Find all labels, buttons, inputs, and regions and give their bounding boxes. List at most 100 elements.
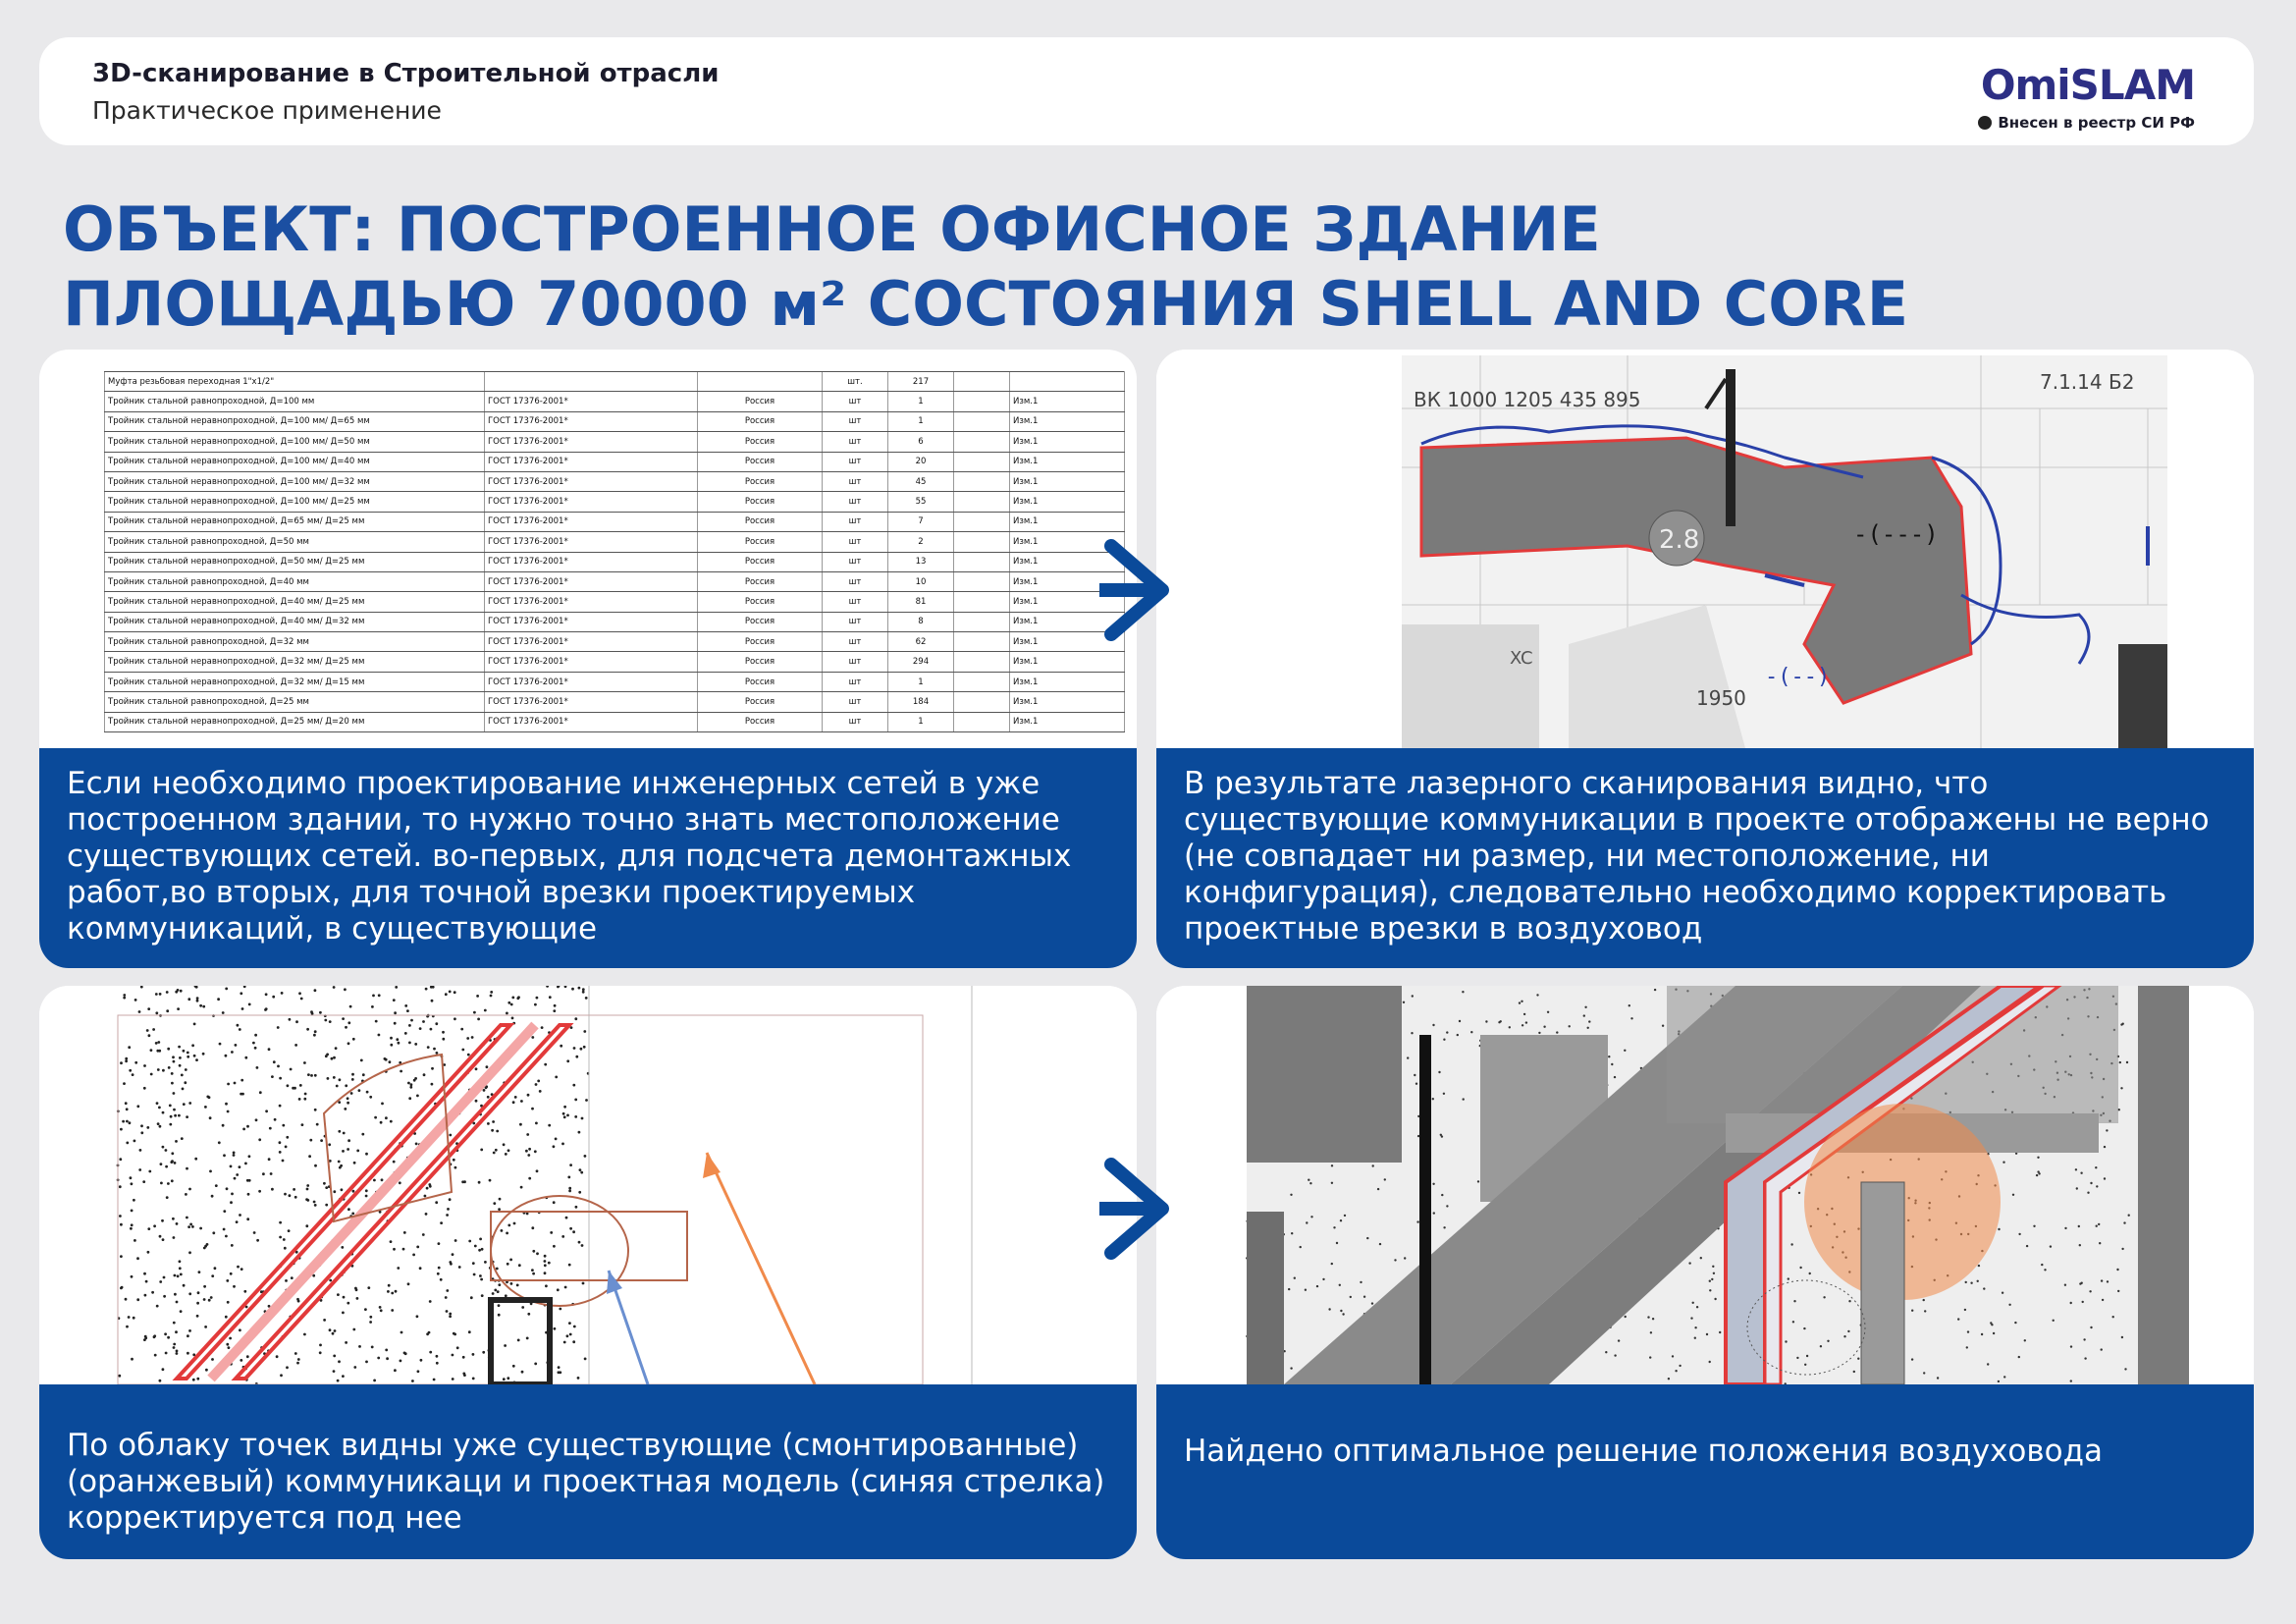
table-cell: шт [822, 612, 888, 633]
table-cell [953, 452, 1010, 472]
table-row: Тройник стальной равнопроходной, Д=50 мм… [104, 531, 1125, 553]
scan-overlay-image: 2.8 ВК 1000 1205 435 895 7.1.14 Б2 -(---… [1156, 350, 2254, 748]
table-cell [953, 691, 1010, 713]
table-cell: Россия [697, 391, 823, 412]
table-cell: Изм.1 [1009, 491, 1125, 513]
table-row: Тройник стальной неравнопроходной, Д=32 … [104, 672, 1125, 693]
table-cell: Изм.1 [1009, 391, 1125, 412]
table-cell: шт [822, 651, 888, 673]
table-cell: 184 [887, 691, 954, 713]
card-caption: Найдено оптимальное решение положения во… [1156, 1384, 2254, 1559]
table-row: Тройник стальной неравнопроходной, Д=100… [104, 411, 1125, 433]
table-cell: шт. [822, 370, 888, 393]
table-cell: Изм.1 [1009, 471, 1125, 493]
table-cell: 7 [887, 512, 954, 533]
table-cell: Тройник стальной неравнопроходной, Д=32 … [104, 672, 485, 693]
drawing-dim-bottom: 1950 [1696, 686, 1746, 710]
table-cell: Россия [697, 631, 823, 653]
drawing-xc-label: XC [1510, 648, 1533, 669]
table-row: Тройник стальной неравнопроходной, Д=100… [104, 491, 1125, 513]
table-cell [953, 651, 1010, 673]
table-cell: Тройник стальной равнопроходной, Д=32 мм [104, 631, 485, 653]
table-cell [1009, 370, 1125, 393]
table-cell: Изм.1 [1009, 431, 1125, 453]
table-cell: шт [822, 631, 888, 653]
table-row: Тройник стальной неравнопроходной, Д=32 … [104, 651, 1125, 673]
table-cell: Россия [697, 552, 823, 572]
table-cell: 55 [887, 491, 954, 513]
table-cell [953, 531, 1010, 553]
table-row: Тройник стальной равнопроходной, Д=100 м… [104, 391, 1125, 412]
table-cell: 13 [887, 552, 954, 572]
table-cell: ГОСТ 17376-2001* [484, 612, 698, 633]
table-cell: 1 [887, 391, 954, 412]
table-cell: ГОСТ 17376-2001* [484, 491, 698, 513]
table-cell [953, 431, 1010, 453]
table-cell [953, 712, 1010, 733]
table-cell: Россия [697, 531, 823, 553]
table-cell: Тройник стальной неравнопроходной, Д=65 … [104, 512, 485, 533]
table-cell: Изм.1 [1009, 452, 1125, 472]
drawing-circle-label: 2.8 [1659, 525, 1699, 555]
table-cell: Тройник стальной неравнопроходной, Д=50 … [104, 552, 485, 572]
table-cell [953, 672, 1010, 693]
table-row: Тройник стальной равнопроходной, Д=25 мм… [104, 691, 1125, 713]
table-cell [953, 471, 1010, 493]
table-cell: 45 [887, 471, 954, 493]
table-cell: 10 [887, 571, 954, 593]
table-cell [953, 591, 1010, 613]
page-title: ОБЪЕКТ: ПОСТРОЕННОЕ ОФИСНОЕ ЗДАНИЕ ПЛОЩА… [63, 192, 2222, 342]
table-cell: шт [822, 471, 888, 493]
table-cell: шт [822, 431, 888, 453]
table-cell: Изм.1 [1009, 672, 1125, 693]
table-cell: Россия [697, 672, 823, 693]
table-cell [953, 612, 1010, 633]
table-cell: Тройник стальной неравнопроходной, Д=100… [104, 431, 485, 453]
table-cell: Россия [697, 571, 823, 593]
table-row: Тройник стальной неравнопроходной, Д=40 … [104, 612, 1125, 633]
table-cell: шт [822, 672, 888, 693]
card-scan-overlay: 2.8 ВК 1000 1205 435 895 7.1.14 Б2 -(---… [1156, 350, 2254, 968]
card-caption: В результате лазерного сканирования видн… [1156, 748, 2254, 968]
logo-wordmark: OmiSLAM [1980, 61, 2196, 109]
table-cell: Тройник стальной равнопроходной, Д=100 м… [104, 391, 485, 412]
table-cell: шт [822, 411, 888, 433]
solution-image [1156, 986, 2254, 1386]
table-row: Тройник стальной неравнопроходной, Д=50 … [104, 552, 1125, 572]
table-cell: 8 [887, 612, 954, 633]
table-row: Тройник стальной неравнопроходной, Д=65 … [104, 512, 1125, 533]
table-row: Тройник стальной неравнопроходной, Д=100… [104, 471, 1125, 493]
table-row: Тройник стальной неравнопроходной, Д=40 … [104, 591, 1125, 613]
logo-tagline: Внесен в реестр СИ РФ [1978, 114, 2195, 132]
spec-table: Муфта резьбовая переходная 1"х1/2"шт.217… [104, 370, 1125, 733]
table-cell [484, 370, 698, 393]
table-cell: ГОСТ 17376-2001* [484, 391, 698, 412]
table-cell: Россия [697, 411, 823, 433]
table-cell: шт [822, 591, 888, 613]
table-cell [953, 512, 1010, 533]
table-cell: Муфта резьбовая переходная 1"х1/2" [104, 370, 485, 393]
drawing-mark-1: -(---) [1853, 520, 1939, 548]
table-cell: Россия [697, 612, 823, 633]
table-row: Муфта резьбовая переходная 1"х1/2"шт.217 [104, 370, 1125, 393]
table-cell: ГОСТ 17376-2001* [484, 651, 698, 673]
table-cell: Россия [697, 471, 823, 493]
table-cell [953, 411, 1010, 433]
table-cell: 6 [887, 431, 954, 453]
table-cell: ГОСТ 17376-2001* [484, 452, 698, 472]
table-row: Тройник стальной неравнопроходной, Д=100… [104, 452, 1125, 472]
table-cell: Изм.1 [1009, 651, 1125, 673]
solution-drawing [1156, 986, 2254, 1386]
table-cell: ГОСТ 17376-2001* [484, 531, 698, 553]
table-cell: шт [822, 491, 888, 513]
table-cell: Тройник стальной неравнопроходной, Д=100… [104, 471, 485, 493]
table-cell: Изм.1 [1009, 571, 1125, 593]
table-row: Тройник стальной неравнопроходной, Д=25 … [104, 712, 1125, 733]
page-title-line-2: ПЛОЩАДЬЮ 70000 м² СОСТОЯНИЯ SHELL AND CO… [63, 268, 1909, 340]
card-solution: Найдено оптимальное решение положения во… [1156, 986, 2254, 1559]
table-cell: ГОСТ 17376-2001* [484, 471, 698, 493]
table-cell: Тройник стальной неравнопроходной, Д=100… [104, 411, 485, 433]
table-cell: Россия [697, 452, 823, 472]
table-cell: Тройник стальной равнопроходной, Д=50 мм [104, 531, 485, 553]
table-cell: ГОСТ 17376-2001* [484, 631, 698, 653]
